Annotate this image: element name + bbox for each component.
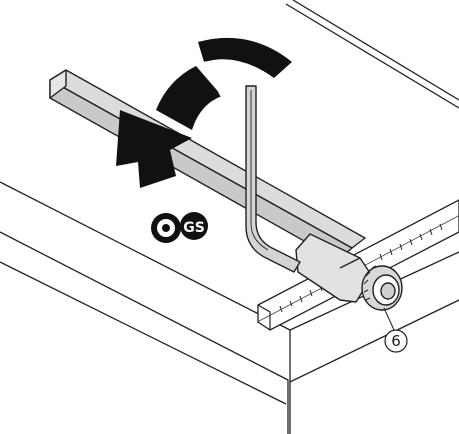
- adjustment-knob-assembly: [295, 233, 403, 311]
- rotate-arrow-icon: [116, 37, 292, 188]
- base-right-face: [289, 299, 459, 383]
- base-back-edge-2: [285, 3, 459, 109]
- callout-6: 6: [383, 307, 408, 353]
- base-top-left-edge: [0, 181, 291, 331]
- gs-mark-icon: GS: [151, 212, 208, 243]
- base-front-face: [0, 231, 291, 434]
- base-lower-edge: [0, 261, 287, 405]
- hex-key: [245, 85, 301, 273]
- base-back-edge-1: [292, 0, 459, 101]
- svg-text:GS: GS: [183, 220, 205, 236]
- callout-number: 6: [391, 332, 401, 350]
